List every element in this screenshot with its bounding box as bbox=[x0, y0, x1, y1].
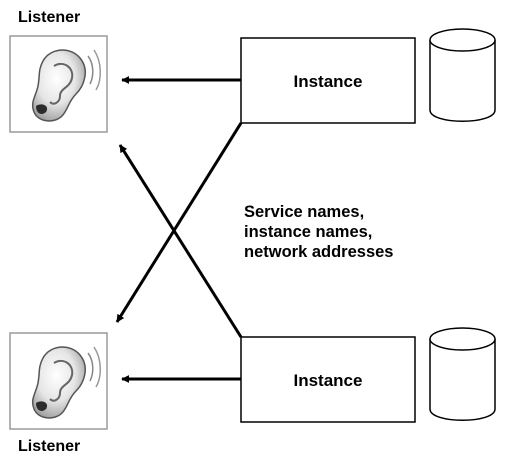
database-cylinder-icon bbox=[429, 327, 496, 421]
arrow-instance-bottom-to-listener-top bbox=[118, 144, 243, 338]
listener-bottom bbox=[9, 332, 108, 430]
listener-bottom-title: Listener bbox=[18, 438, 81, 455]
listener-top-title: Listener bbox=[18, 9, 81, 26]
annotation-line-3: network addresses bbox=[244, 243, 394, 261]
ear-icon bbox=[31, 346, 101, 419]
database-bottom bbox=[429, 327, 496, 421]
listener-top bbox=[9, 35, 108, 133]
arrow-instance-top-to-listener-bottom bbox=[115, 122, 243, 323]
instance-top-label: Instance bbox=[294, 72, 363, 91]
instance-bottom-label: Instance bbox=[294, 371, 363, 390]
ear-icon bbox=[31, 49, 101, 122]
annotation-line-2: instance names, bbox=[244, 223, 373, 241]
database-top bbox=[429, 28, 496, 122]
instance-top-box bbox=[240, 37, 416, 124]
database-cylinder-icon bbox=[429, 28, 496, 122]
instance-bottom-box bbox=[240, 336, 416, 423]
annotation-text: Service names, instance names, network a… bbox=[244, 202, 393, 262]
annotation-line-1: Service names, bbox=[244, 203, 365, 221]
